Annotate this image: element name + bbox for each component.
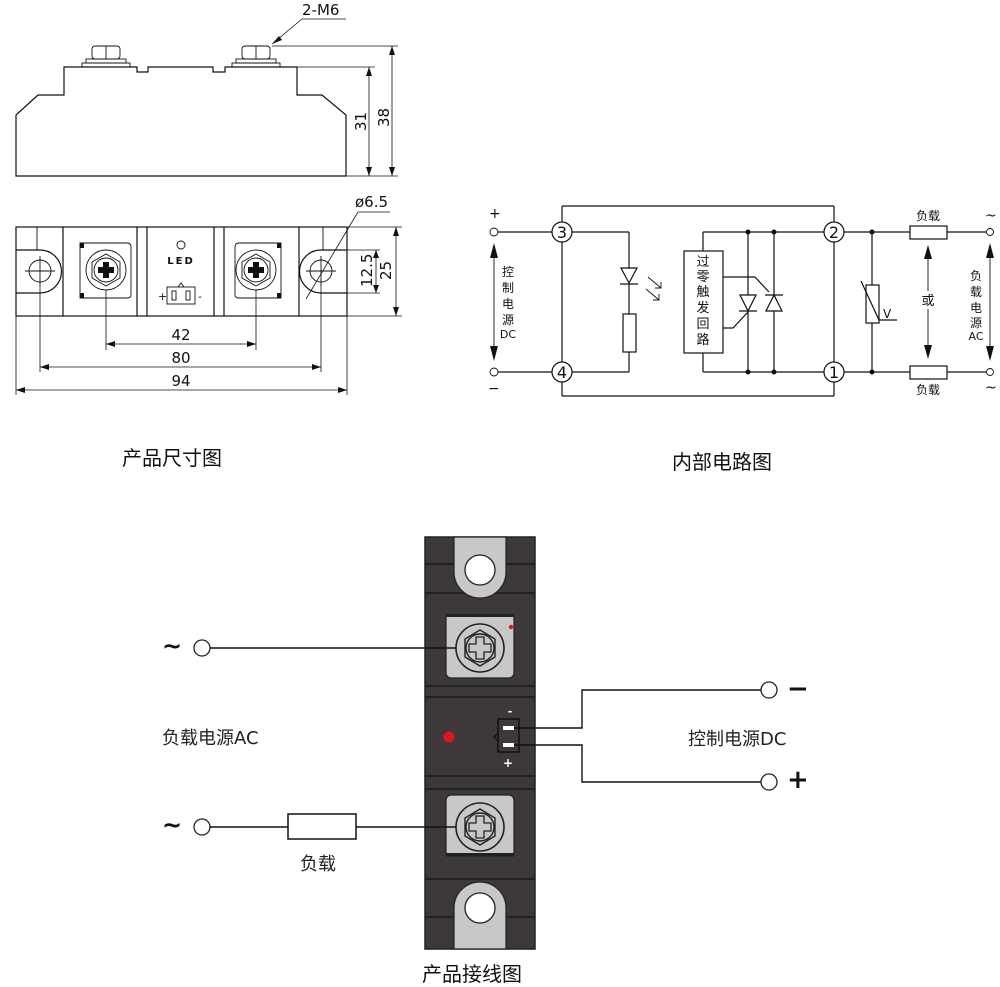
terminal-2: 2 [823, 221, 845, 243]
dc-terminal-plus [760, 773, 778, 791]
control-connector [166, 282, 196, 305]
terminal-left [79, 242, 132, 299]
wire-dc-plus [514, 744, 761, 783]
svg-text:4: 4 [557, 363, 567, 382]
ac-symbol-bottom: ~ [985, 380, 997, 396]
power-terminal-lower [445, 794, 515, 857]
wiring-diagram-caption: 产品接线图 [422, 962, 522, 986]
module-plus-label: + [503, 756, 513, 770]
dc-plus-sign: + [489, 206, 501, 222]
svg-text:回: 回 [696, 317, 709, 332]
dc-plus-symbol: + [787, 765, 809, 795]
svg-text:零: 零 [696, 270, 709, 285]
hole-diameter-label: ø6.5 [355, 193, 388, 211]
svg-text:源: 源 [970, 316, 982, 330]
svg-text:路: 路 [696, 332, 709, 348]
terminal-3: 3 [551, 221, 573, 243]
connector-plus-label: + [158, 290, 167, 303]
power-terminal-upper [445, 614, 515, 679]
dc-minus-symbol: − [787, 674, 809, 704]
ac-input-terminal-bottom [193, 818, 211, 836]
hole-leader [305, 211, 359, 300]
height-total-label: 38 [375, 108, 393, 127]
side-view: 2-M6 31 38 [15, 1, 398, 177]
dc-terminal-minus [760, 681, 778, 699]
svg-text:载: 载 [970, 285, 982, 299]
svg-text:过: 过 [696, 255, 709, 270]
mount-pitch-label: 80 [171, 349, 190, 367]
load-top-label: 负载 [916, 209, 940, 223]
ac-input-terminal-top [193, 639, 211, 657]
ssr-module: - + [424, 536, 536, 950]
or-label: 或 [921, 294, 934, 309]
control-supply-label: 控 制 电 源 DC [500, 265, 516, 341]
top-view: LED + - ø6.5 12.5 25 [15, 193, 402, 395]
terminal-pitch-label: 42 [171, 326, 190, 344]
mount-ear-right [298, 249, 347, 294]
hole-offset-label: 12.5 [358, 254, 376, 287]
bolt-right [231, 45, 281, 68]
svg-text:触: 触 [696, 285, 709, 300]
wire-dc-minus [514, 689, 761, 729]
mount-hole-top [464, 554, 496, 586]
svg-text:AC: AC [968, 330, 983, 343]
module-minus-label: - [508, 705, 513, 718]
led-indicator-outline [176, 240, 186, 250]
ac-symbol-top-wiring: ~ [162, 632, 183, 660]
led-resistor [622, 313, 637, 353]
svg-text:1: 1 [829, 363, 839, 382]
load-resistor-bottom [909, 365, 948, 380]
mount-hole-bottom [464, 892, 496, 924]
svg-text:负: 负 [970, 269, 982, 283]
zero-cross-trigger-label: 过 零 触 发 回 路 [696, 255, 709, 348]
load-resistor [287, 813, 357, 840]
load-resistor-top [909, 225, 948, 240]
load-supply-label: 负 载 电 源 AC [968, 269, 983, 343]
thyristor-pair [723, 229, 783, 375]
svg-text:源: 源 [502, 313, 514, 327]
terminal-4: 4 [551, 361, 573, 383]
load-bottom-label: 负载 [916, 383, 940, 397]
internal-circuit: 3 4 2 1 + − 控 制 电 源 DC [488, 205, 997, 397]
dc-input-minus-terminal [489, 367, 499, 377]
led-indicator [443, 731, 455, 743]
bolt-spec-label: 2-M6 [302, 1, 339, 19]
svg-text:DC: DC [500, 328, 516, 341]
svg-text:制: 制 [502, 281, 514, 295]
control-plug [493, 718, 520, 753]
terminal-1: 1 [823, 361, 845, 383]
length-label: 94 [171, 372, 190, 390]
varistor-label: V [883, 307, 892, 321]
control-supply-dc-label: 控制电源DC [688, 729, 787, 750]
svg-text:发: 发 [696, 300, 709, 316]
ac-symbol-bottom-wiring: ~ [162, 811, 183, 839]
load-supply-ac-label: 负载电源AC [162, 728, 259, 749]
circuit-diagram-caption: 内部电路图 [672, 450, 772, 474]
svg-text:3: 3 [557, 223, 567, 242]
ac-terminal-top [986, 228, 994, 236]
height-body-label: 31 [352, 112, 370, 131]
svg-text:2: 2 [829, 223, 839, 242]
bolt-left [81, 45, 131, 68]
svg-text:电: 电 [970, 301, 982, 315]
ac-symbol-top: ~ [985, 208, 997, 224]
connector-minus-label: - [198, 290, 202, 303]
mount-ear-left [16, 249, 63, 294]
svg-text:控: 控 [502, 265, 514, 279]
load-label: 负载 [300, 854, 336, 875]
dimension-drawing-caption: 产品尺寸图 [122, 446, 222, 470]
width-label: 25 [377, 261, 395, 280]
led-label: LED [167, 256, 195, 267]
ac-terminal-bottom [986, 368, 994, 376]
dc-minus-sign: − [488, 381, 500, 397]
wiring-lines [193, 639, 778, 840]
led-diode [620, 267, 638, 285]
optical-emission-icon [645, 276, 662, 301]
svg-text:电: 电 [502, 297, 514, 311]
varistor [865, 284, 880, 324]
dc-input-plus-terminal [489, 227, 499, 237]
terminal-right [234, 242, 282, 299]
